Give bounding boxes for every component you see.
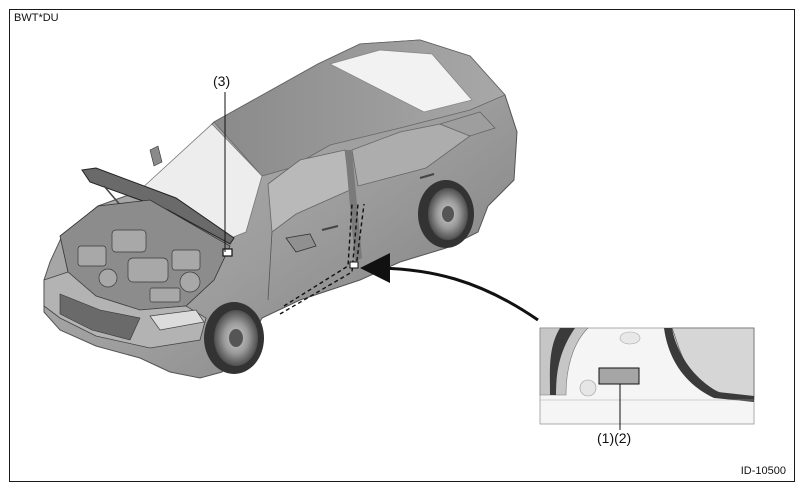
pillar-plate-marker (349, 261, 359, 269)
inset-detail (539, 327, 755, 430)
pointer-arrow (360, 253, 539, 322)
engine-bay-marker (222, 248, 233, 257)
door-seam (267, 231, 273, 301)
front-wheel (204, 302, 264, 374)
figure-code-label: BWT*DU (14, 12, 59, 24)
dashed-route (279, 203, 365, 315)
label-plate (598, 367, 640, 385)
front-grille (59, 293, 141, 341)
headlight (149, 309, 205, 331)
door-handle-front (321, 225, 339, 231)
side-mirror (285, 233, 317, 253)
quarter-window (438, 111, 496, 137)
roof-antenna-mirror (149, 145, 163, 167)
figure-id-label: ID-10500 (740, 465, 786, 477)
engine-components (77, 229, 201, 303)
b-pillar (345, 150, 362, 262)
callout-engine-bay: (3) (213, 73, 231, 89)
callout-door-pillar: (1)(2) (597, 430, 632, 446)
door-handle-rear (419, 173, 435, 179)
rear-wheel (418, 180, 474, 248)
rear-glass (328, 49, 473, 113)
